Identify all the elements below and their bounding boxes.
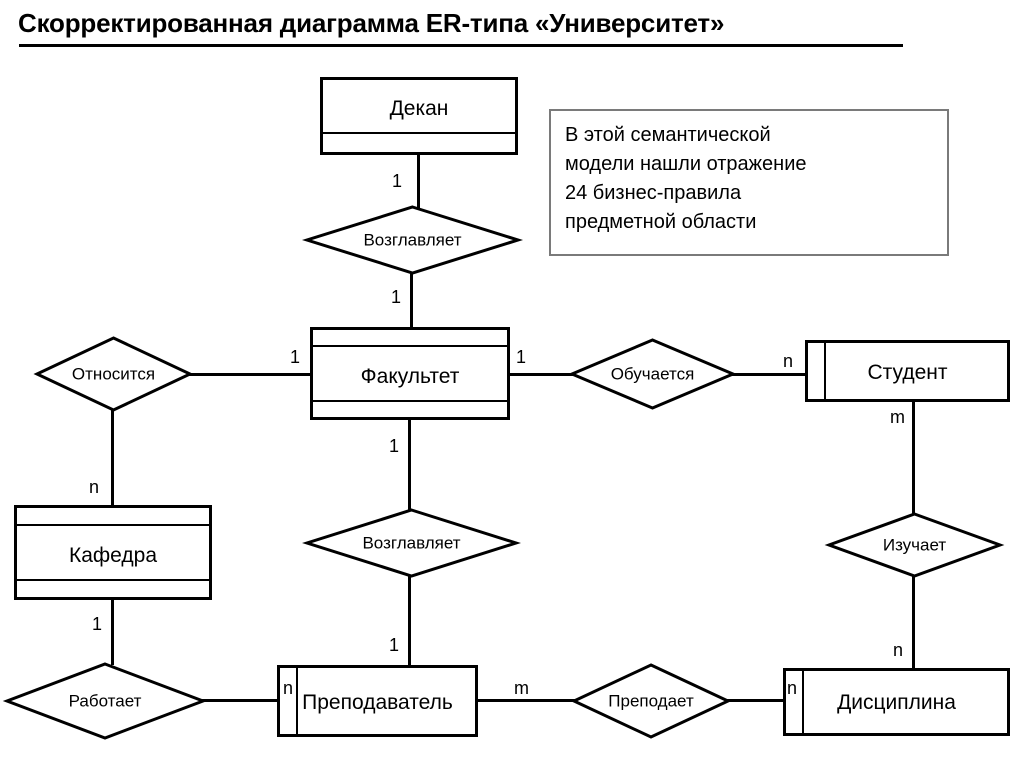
- connector-prepodavatel-prepodaet: [474, 699, 578, 702]
- relationship-rabotaet-label: Работает: [68, 691, 142, 711]
- cardinality-dekan-vozglavlyaet: 1: [392, 171, 403, 191]
- entity-fakultet-top-band: [313, 345, 507, 347]
- connector-otnositsya-fakultet: [186, 373, 314, 376]
- entity-kafedra-bottom-band: [17, 579, 209, 581]
- title-underline: [19, 44, 903, 47]
- diamond-shape: [2, 662, 208, 740]
- note-box: В этой семантической модели нашли отраже…: [549, 109, 949, 256]
- cardinality-rabotaet-prepodavatel: n: [283, 678, 294, 698]
- entity-prepodavatel-label: Преподаватель: [302, 691, 453, 714]
- connector-fakultet-obuchaetsya: [506, 373, 576, 376]
- cardinality-obuchaetsya-student: n: [783, 351, 794, 371]
- entity-prepodavatel[interactable]: Преподаватель: [277, 665, 478, 737]
- entity-disciplina[interactable]: Дисциплина: [783, 668, 1010, 736]
- entity-kafedra-top-band: [17, 524, 209, 526]
- relationship-otnositsya[interactable]: Относится: [33, 336, 194, 412]
- entity-disciplina-label: Дисциплина: [837, 691, 956, 714]
- cardinality-otnositsya-fakultet: 1: [290, 347, 301, 367]
- relationship-izuchaet[interactable]: Изучает: [824, 512, 1005, 578]
- entity-dekan-bottom-band: [323, 132, 515, 134]
- cardinality-prepodaet-disciplina: n: [787, 678, 798, 698]
- diamond-shape: [33, 336, 194, 412]
- entity-disciplina-left-band: [802, 671, 804, 733]
- cardinality-fakultet-vozglavlyaet2: 1: [389, 436, 400, 456]
- connector-fakultet-vozglavlyaet2: [408, 416, 411, 512]
- diamond-shape: [301, 205, 524, 275]
- entity-dekan[interactable]: Декан: [320, 77, 518, 155]
- relationship-izuchaet-label: Изучает: [882, 535, 947, 555]
- cardinality-otnositsya-kafedra: n: [89, 477, 100, 497]
- relationship-prepodaet-label: Преподает: [608, 691, 694, 711]
- relationship-prepodaet[interactable]: Преподает: [570, 663, 732, 739]
- cardinality-prepodavatel-prepodaet: m: [514, 678, 529, 698]
- connector-student-izuchaet: [912, 399, 915, 515]
- connector-rabotaet-prepodavatel: [199, 699, 281, 702]
- relationship-vozglavlyaet-bottom-label: Возглавляет: [362, 533, 461, 553]
- diamond-shape: [302, 508, 521, 578]
- relationship-obuchaetsya[interactable]: Обучается: [568, 338, 737, 410]
- cardinality-student-izuchaet: m: [890, 407, 905, 427]
- relationship-vozglavlyaet-top-label: Возглавляет: [363, 230, 462, 250]
- relationship-obuchaetsya-label: Обучается: [610, 364, 695, 384]
- entity-student-left-band: [824, 343, 826, 399]
- entity-prepodavatel-left-band: [296, 668, 298, 734]
- connector-otnositsya-kafedra: [111, 408, 114, 508]
- entity-fakultet-label: Факультет: [360, 365, 460, 388]
- note-line-1: В этой семантической: [565, 124, 771, 146]
- entity-kafedra-label: Кафедра: [68, 544, 158, 567]
- note-line-2: модели нашли отражение: [565, 153, 807, 175]
- entity-student-label: Студент: [867, 361, 948, 384]
- relationship-vozglavlyaet-top[interactable]: Возглавляет: [301, 205, 524, 275]
- connector-izuchaet-disciplina: [912, 575, 915, 671]
- cardinality-vozglavlyaet2-prepodavatel: 1: [389, 635, 400, 655]
- connector-prepodaet-disciplina: [724, 699, 788, 702]
- cardinality-vozglavlyaet-fakultet: 1: [391, 287, 402, 307]
- relationship-otnositsya-label: Относится: [71, 364, 156, 384]
- note-line-4: предметной области: [565, 211, 757, 233]
- relationship-vozglavlyaet-bottom[interactable]: Возглавляет: [302, 508, 521, 578]
- connector-obuchaetsya-student: [729, 373, 809, 376]
- entity-kafedra[interactable]: Кафедра: [14, 505, 212, 600]
- note-line-3: 24 бизнес-правила: [565, 182, 742, 204]
- relationship-rabotaet[interactable]: Работает: [2, 662, 208, 740]
- connector-vozglavlyaet-fakultet: [410, 272, 413, 330]
- cardinality-izuchaet-disciplina: n: [893, 640, 904, 660]
- diamond-shape: [824, 512, 1005, 578]
- connector-vozglavlyaet2-prepodavatel: [408, 575, 411, 668]
- entity-fakultet[interactable]: Факультет: [310, 327, 510, 420]
- diamond-shape: [568, 338, 737, 410]
- entity-student[interactable]: Студент: [805, 340, 1010, 402]
- entity-dekan-label: Декан: [389, 97, 449, 120]
- cardinality-kafedra-rabotaet: 1: [92, 614, 103, 634]
- diamond-shape: [570, 663, 732, 739]
- connector-kafedra-rabotaet: [111, 597, 114, 665]
- page-title: Скорректированная диаграмма ER-типа «Уни…: [18, 8, 725, 38]
- entity-fakultet-bottom-band: [313, 400, 507, 402]
- connector-dekan-vozglavlyaet: [417, 152, 420, 210]
- cardinality-fakultet-obuchaetsya: 1: [516, 347, 527, 367]
